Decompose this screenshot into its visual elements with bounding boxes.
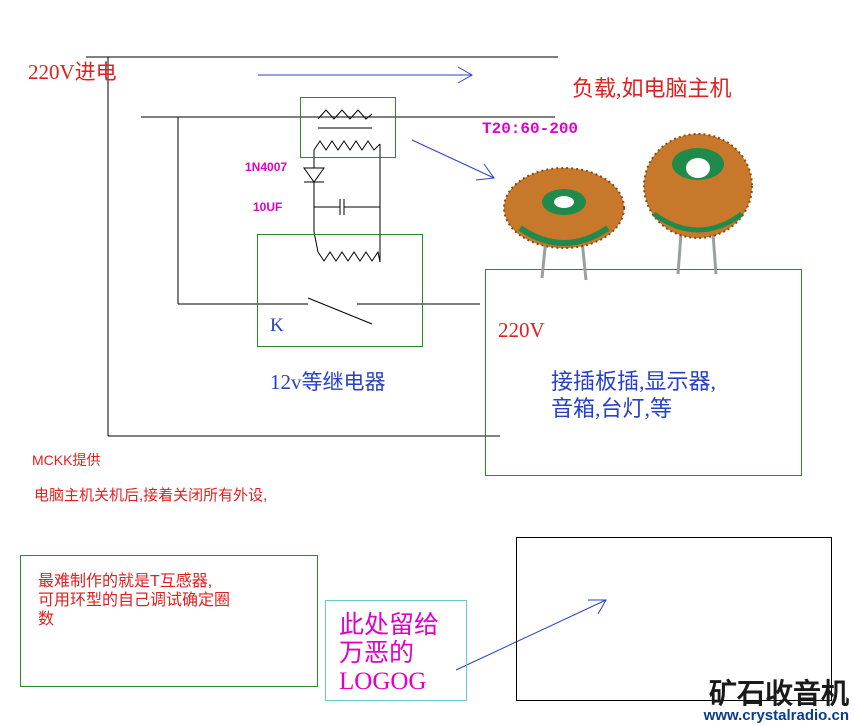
logo-text-box bbox=[325, 600, 467, 701]
switch-k-label: K bbox=[270, 315, 284, 336]
transformer-label: T20:60-200 bbox=[482, 120, 579, 138]
toroid-coil-icon bbox=[643, 133, 753, 275]
arrow-transformer bbox=[411, 139, 495, 179]
logo-area-box bbox=[516, 537, 832, 701]
arrow-logo bbox=[455, 599, 607, 671]
relay-label: 12v等继电器 bbox=[270, 370, 386, 394]
transformer-primary bbox=[317, 109, 373, 120]
output-box bbox=[485, 269, 802, 476]
watermark-url: www.crystalradio.cn bbox=[703, 706, 849, 724]
toroid-coil-icon bbox=[503, 167, 625, 281]
switch-blade bbox=[307, 297, 373, 325]
site-watermark: 矿石收音机 www.crystalradio.cn bbox=[703, 676, 849, 725]
diode-label: 1N4007 bbox=[245, 160, 288, 174]
coil-lead-left bbox=[313, 231, 319, 253]
output-voltage-label: 220V bbox=[498, 318, 545, 342]
output-devices-label: 接插板插,显示器, 音箱,台灯,等 bbox=[551, 369, 717, 421]
relay-box bbox=[257, 234, 423, 347]
load-label: 负载,如电脑主机 bbox=[572, 76, 732, 101]
diode-symbol bbox=[303, 167, 325, 183]
capacitor-label: 10UF bbox=[253, 200, 283, 214]
logo-placeholder-label: 此处留给 万恶的 LOGOG bbox=[339, 612, 440, 695]
watermark-title: 矿石收音机 bbox=[708, 676, 849, 710]
note-label: 最难制作的就是T互感器, 可用环型的自己调试确定圈 数 bbox=[38, 573, 231, 628]
note-box bbox=[20, 555, 318, 687]
credit-label: MCKK提供 bbox=[32, 452, 101, 468]
relay-coil bbox=[317, 250, 381, 263]
power-in-label: 220V进电 bbox=[28, 60, 117, 84]
transformer-box bbox=[300, 97, 396, 158]
transformer-secondary bbox=[313, 140, 381, 151]
description-label: 电脑主机关机后,接着关闭所有外设, bbox=[34, 487, 268, 504]
